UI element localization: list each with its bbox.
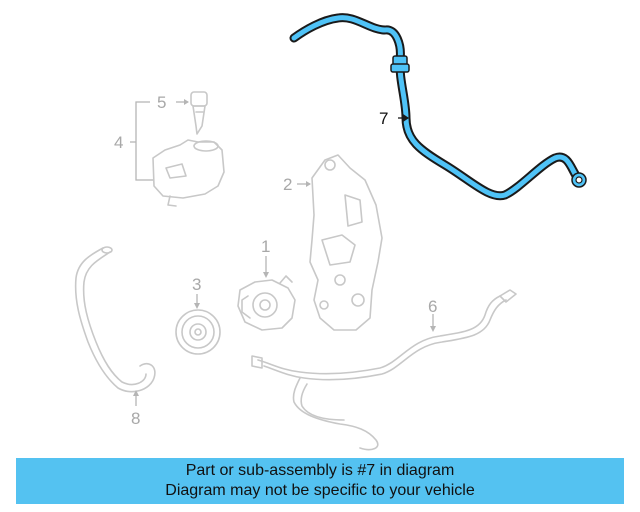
banner-line-disclaimer: Diagram may not be specific to your vehi…: [165, 482, 475, 499]
part-8-hose[interactable]: [74, 246, 156, 393]
part-1-pump[interactable]: [237, 275, 296, 331]
part-8-arrowhead: [133, 390, 139, 396]
part-6-callout[interactable]: 6: [428, 297, 437, 316]
part-1-callout[interactable]: 1: [261, 237, 270, 256]
part-7-highlighted-hose[interactable]: [289, 13, 587, 201]
part-4-bracket: [135, 101, 153, 181]
part-5-cap[interactable]: [190, 91, 208, 135]
parts-diagram: 7 5 4 2 1: [74, 13, 587, 451]
part-7-callout[interactable]: 7: [379, 109, 388, 128]
part-1-arrowhead: [263, 272, 269, 278]
part-3-arrowhead: [194, 303, 200, 309]
part-8-callout[interactable]: 8: [131, 409, 140, 428]
part-4-callout[interactable]: 4: [114, 133, 123, 152]
info-banner: Part or sub-assembly is #7 in diagram Di…: [16, 458, 624, 504]
part-7-arrowhead: [403, 114, 409, 122]
part-6-return-line[interactable]: [251, 289, 517, 451]
part-5-callout[interactable]: 5: [157, 93, 166, 112]
part-5-arrowhead: [184, 99, 189, 105]
banner-line-part-info: Part or sub-assembly is #7 in diagram: [185, 462, 455, 479]
part-6-arrowhead: [430, 326, 436, 332]
part-4-reservoir[interactable]: [152, 139, 225, 207]
part-2-bracket[interactable]: [309, 154, 383, 331]
part-2-callout[interactable]: 2: [283, 175, 292, 194]
part-3-callout[interactable]: 3: [192, 275, 201, 294]
part-3-pulley[interactable]: [175, 309, 221, 355]
part-2-arrowhead: [306, 181, 311, 187]
